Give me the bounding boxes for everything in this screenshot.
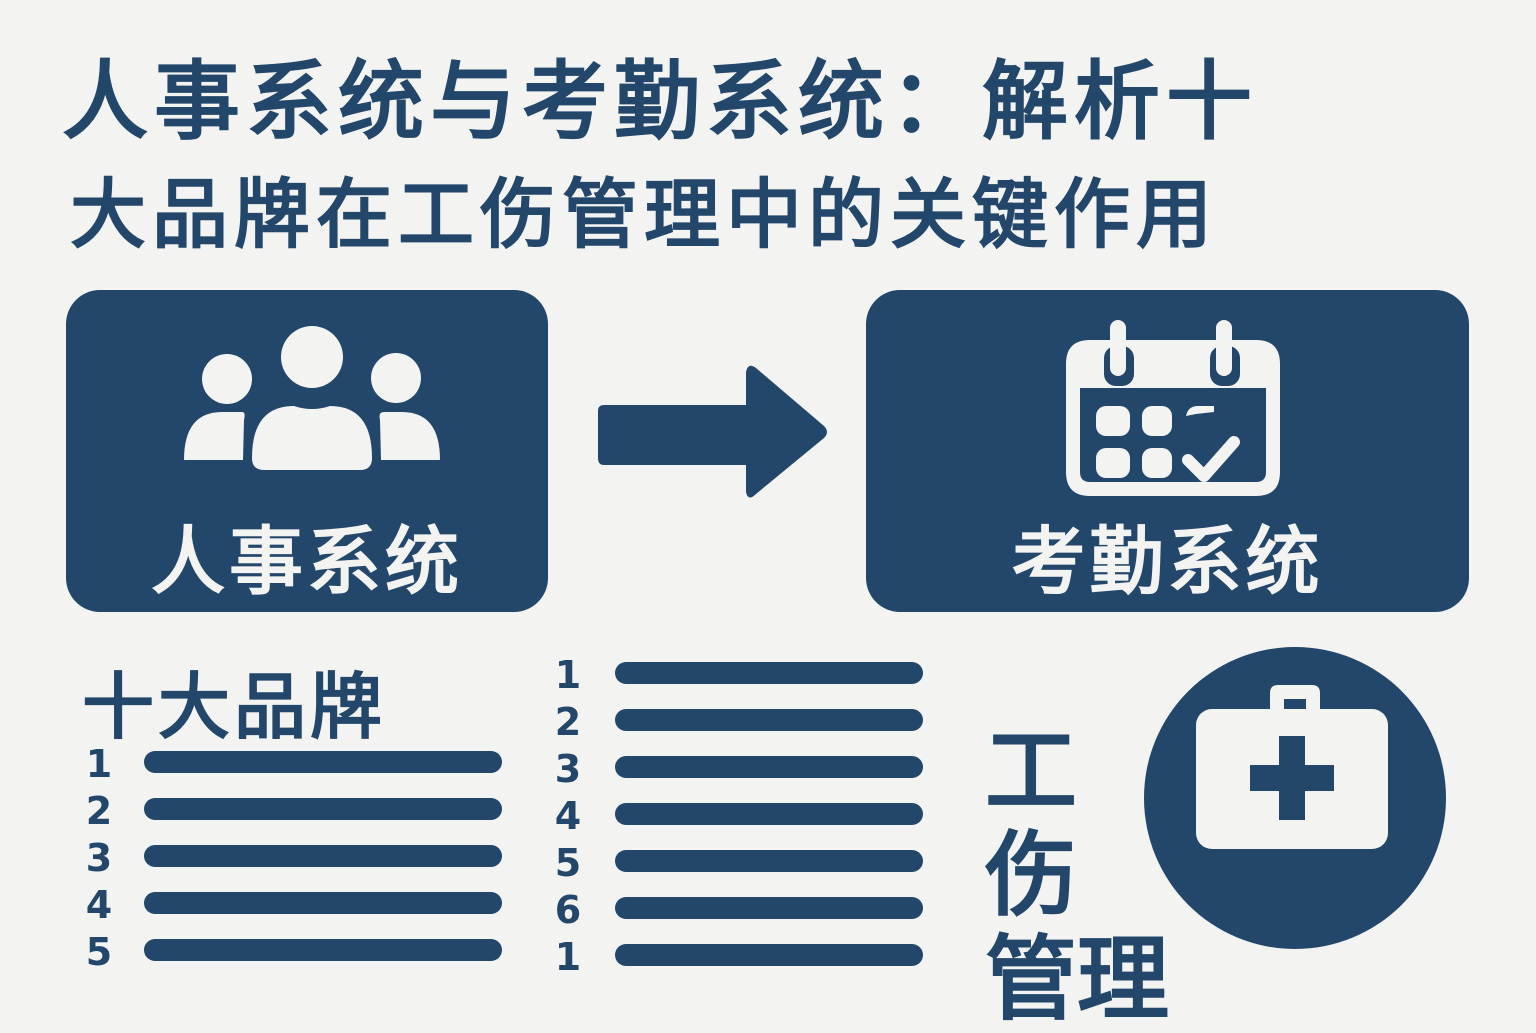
injury-title-char: 理	[1077, 926, 1170, 1033]
list-item-bar	[615, 662, 923, 684]
list-item-number: 4	[554, 794, 582, 838]
arrow-right-icon	[596, 360, 832, 504]
injury-title-char: 伤	[985, 822, 1078, 929]
list-item-bar	[615, 850, 923, 872]
list-item-bar	[615, 709, 923, 731]
list-item-bar	[615, 944, 923, 966]
title-line-1: 人事系统与考勤系统：解析十	[62, 52, 1258, 152]
list-item-bar	[615, 756, 923, 778]
injury-title-char: 管	[985, 926, 1078, 1033]
list-item-bar	[615, 897, 923, 919]
calendar-check-icon	[1066, 312, 1280, 502]
list-item-number: 4	[85, 883, 113, 927]
top-brands-title: 十大品牌	[82, 665, 387, 749]
list-item-number: 6	[554, 888, 582, 932]
list-item-number: 1	[554, 935, 582, 979]
hr-system-label: 人事系统	[151, 519, 463, 605]
list-item-number: 1	[85, 742, 113, 786]
attendance-system-label: 考勤系统	[1011, 519, 1324, 605]
list-item-bar	[144, 798, 502, 820]
injury-title-char: 工	[985, 718, 1078, 825]
list-item-number: 5	[85, 930, 113, 974]
hr-system-card: 人事系统	[66, 290, 548, 612]
list-item-number: 3	[85, 836, 113, 880]
list-item-bar	[144, 751, 502, 773]
list-item-number: 1	[554, 653, 582, 697]
list-item-bar	[615, 803, 923, 825]
list-item-bar	[144, 845, 502, 867]
list-item-bar	[144, 892, 502, 914]
list-item-number: 2	[554, 700, 582, 744]
title-line-2: 大品牌在工伤管理中的关键作用	[70, 170, 1218, 259]
list-item-number: 5	[554, 841, 582, 885]
medical-kit-badge	[1144, 647, 1446, 949]
list-item-number: 3	[554, 747, 582, 791]
list-item-number: 2	[85, 789, 113, 833]
injury-management-title: 工 伤 管理	[985, 720, 1185, 1032]
people-group-icon	[184, 320, 440, 470]
list-item-bar	[144, 939, 502, 961]
attendance-system-card: 考勤系统	[866, 290, 1469, 612]
